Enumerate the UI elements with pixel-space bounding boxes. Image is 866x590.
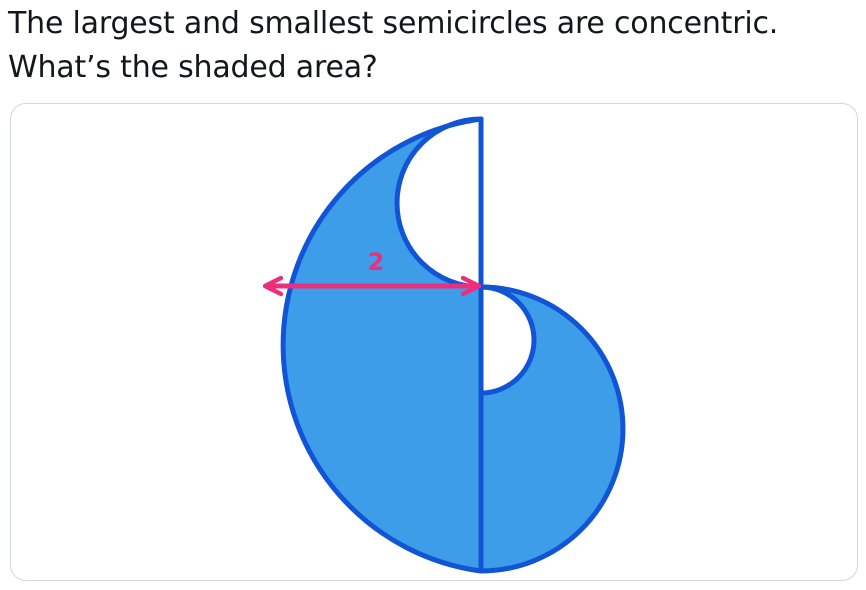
tweet-text: The largest and smallest semicircles are… (8, 2, 858, 90)
radius-label: 2 (368, 248, 385, 276)
outer-semicircle-arc (280, 116, 484, 574)
small-semicircle-interior (478, 284, 537, 396)
tweet-image-card[interactable]: 2 (10, 103, 858, 581)
tweet-line-1: The largest and smallest semicircles are… (8, 6, 779, 41)
tweet-line-2: What’s the shaded area? (8, 50, 378, 85)
semicircle-diagram: 2 (11, 116, 626, 574)
shaded-region (283, 119, 534, 571)
